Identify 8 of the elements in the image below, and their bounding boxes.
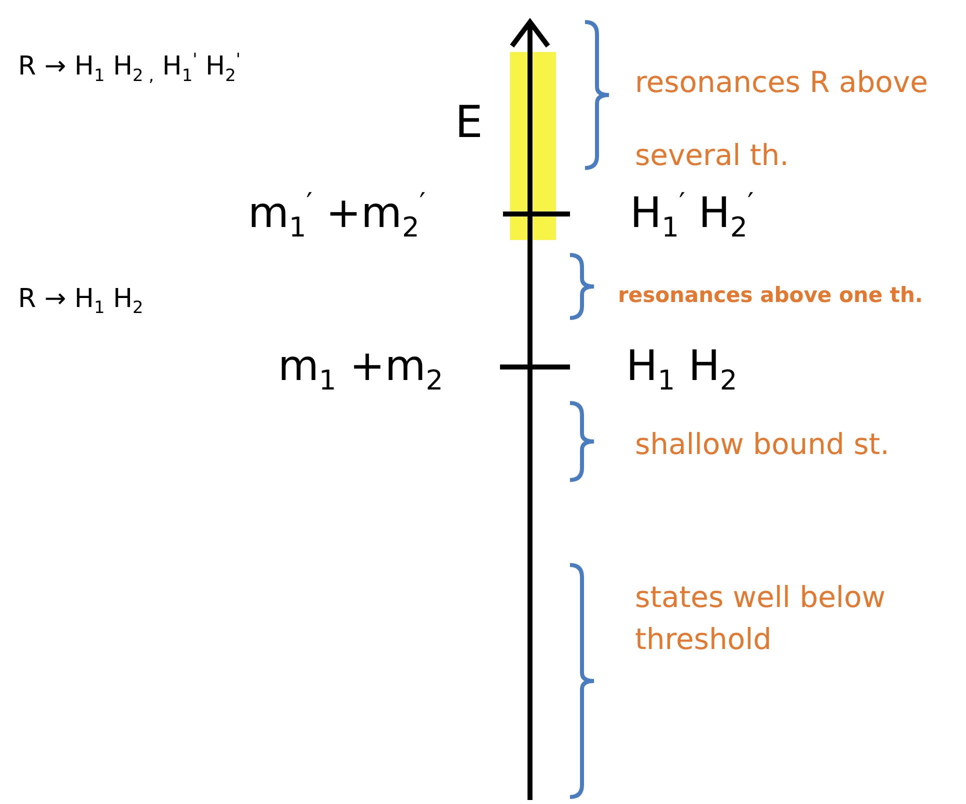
- formula: R → H$_{1}$ H$_{2}$: [18, 285, 144, 318]
- annotation: resonances R above several th.: [635, 64, 929, 174]
- annotation: shallow bound st.: [635, 428, 890, 462]
- axis-label: E: [455, 98, 483, 149]
- annotation: resonances above one th.: [618, 283, 923, 308]
- level-label: H$_{1}$ H$_{2}$: [626, 342, 738, 397]
- threshold-label: m$_{1}$ +m$_{2}$: [278, 342, 444, 397]
- annotation: states well below threshold: [635, 579, 886, 658]
